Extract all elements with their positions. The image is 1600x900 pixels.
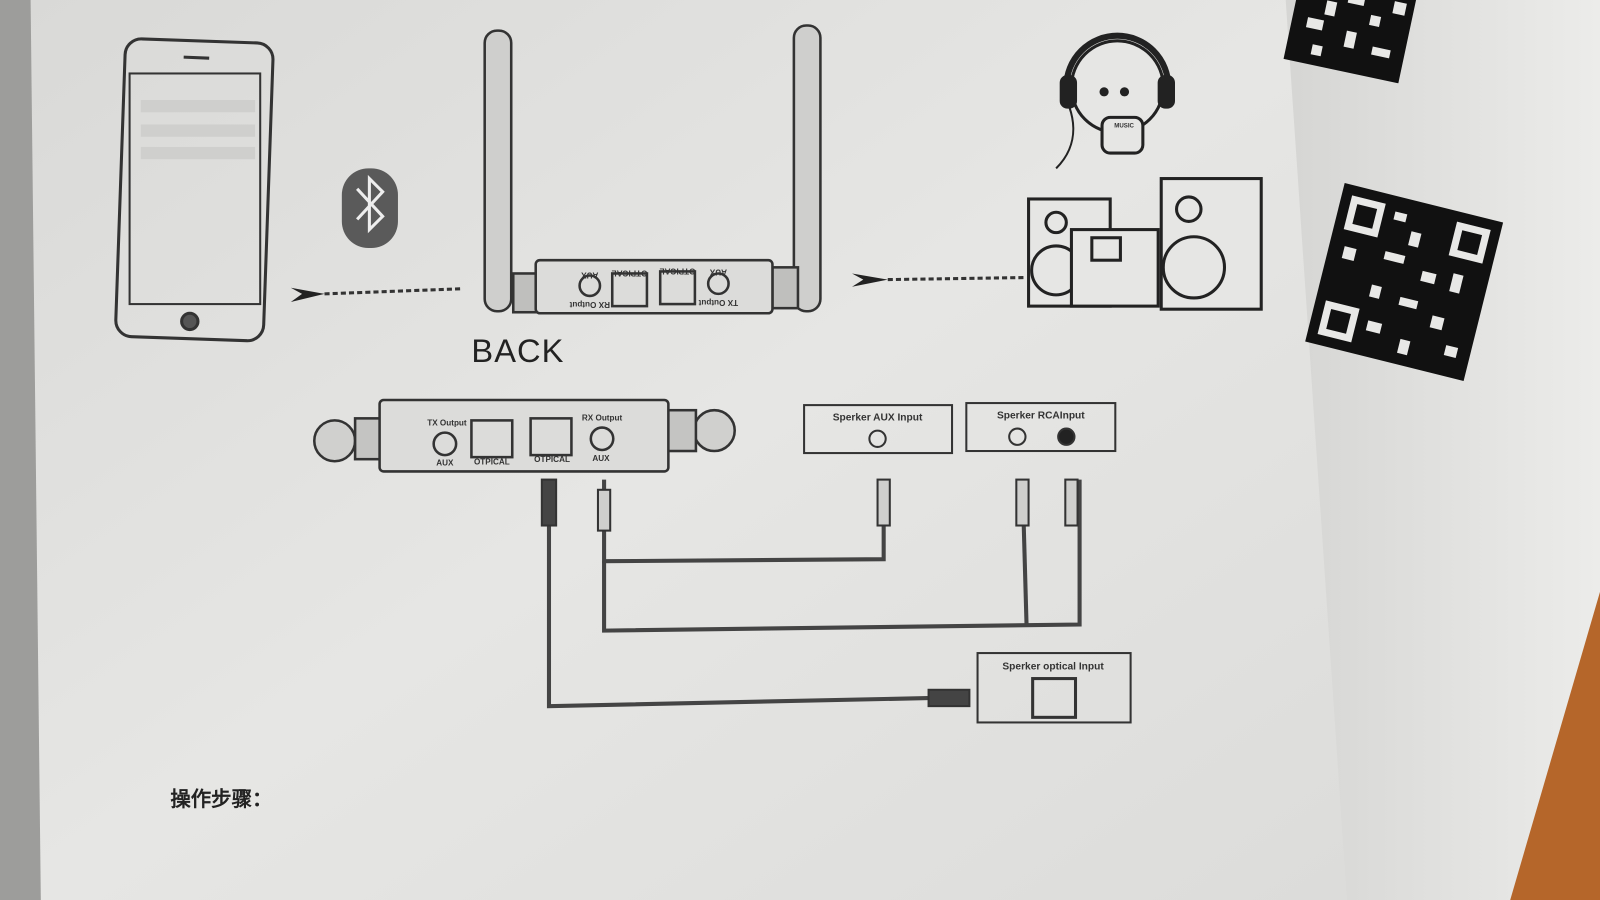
speaker-aux-input-label: Sperker AUX Input xyxy=(833,412,923,423)
speaker-optical-input-box xyxy=(976,652,1132,724)
svg-text:OTPICAL: OTPICAL xyxy=(534,455,570,464)
headphone-shirt-text: MUSIC xyxy=(1114,123,1134,130)
svg-text:TX Output: TX Output xyxy=(427,419,467,428)
stereo-speakers-illustration xyxy=(1027,177,1263,311)
svg-text:AUX: AUX xyxy=(581,270,599,279)
speaker-optical-input-label: Sperker optical Input xyxy=(1002,661,1104,672)
speaker-rca-input-box xyxy=(965,402,1117,453)
front-panel-labels: TX Output AUX OTPICAL OTPICAL RX Output … xyxy=(427,413,622,467)
back-panel-labels: AUX OTPICAL OTPICAL AUX RX Output TX Out… xyxy=(569,266,738,309)
smartphone-illustration xyxy=(114,37,275,343)
arrow-phone-to-device xyxy=(290,287,462,303)
device-front-view xyxy=(313,398,736,473)
svg-text:OTPICAL: OTPICAL xyxy=(660,266,696,275)
device-back-view xyxy=(483,24,822,315)
svg-text:AUX: AUX xyxy=(592,454,610,463)
bluetooth-icon xyxy=(341,168,398,248)
svg-text:RX Output: RX Output xyxy=(569,300,610,309)
qr-code-top xyxy=(1283,0,1418,84)
back-label: BACK xyxy=(471,332,564,369)
speaker-rca-input-label: Sperker RCAInput xyxy=(997,410,1085,421)
svg-text:RX Output: RX Output xyxy=(582,413,623,422)
headphone-character-illustration xyxy=(1055,32,1175,170)
svg-text:AUX: AUX xyxy=(436,458,454,467)
arrow-device-to-speakers xyxy=(852,273,1026,287)
steps-heading: 操作步骤： xyxy=(170,787,272,811)
cable-plugs xyxy=(540,478,1079,708)
speaker-aux-input-box xyxy=(803,404,954,455)
svg-text:TX Output: TX Output xyxy=(698,298,738,307)
svg-text:AUX: AUX xyxy=(709,267,727,276)
qr-code-bottom xyxy=(1305,183,1504,381)
svg-text:OTPICAL: OTPICAL xyxy=(474,457,510,466)
svg-text:OTPICAL: OTPICAL xyxy=(612,268,648,277)
